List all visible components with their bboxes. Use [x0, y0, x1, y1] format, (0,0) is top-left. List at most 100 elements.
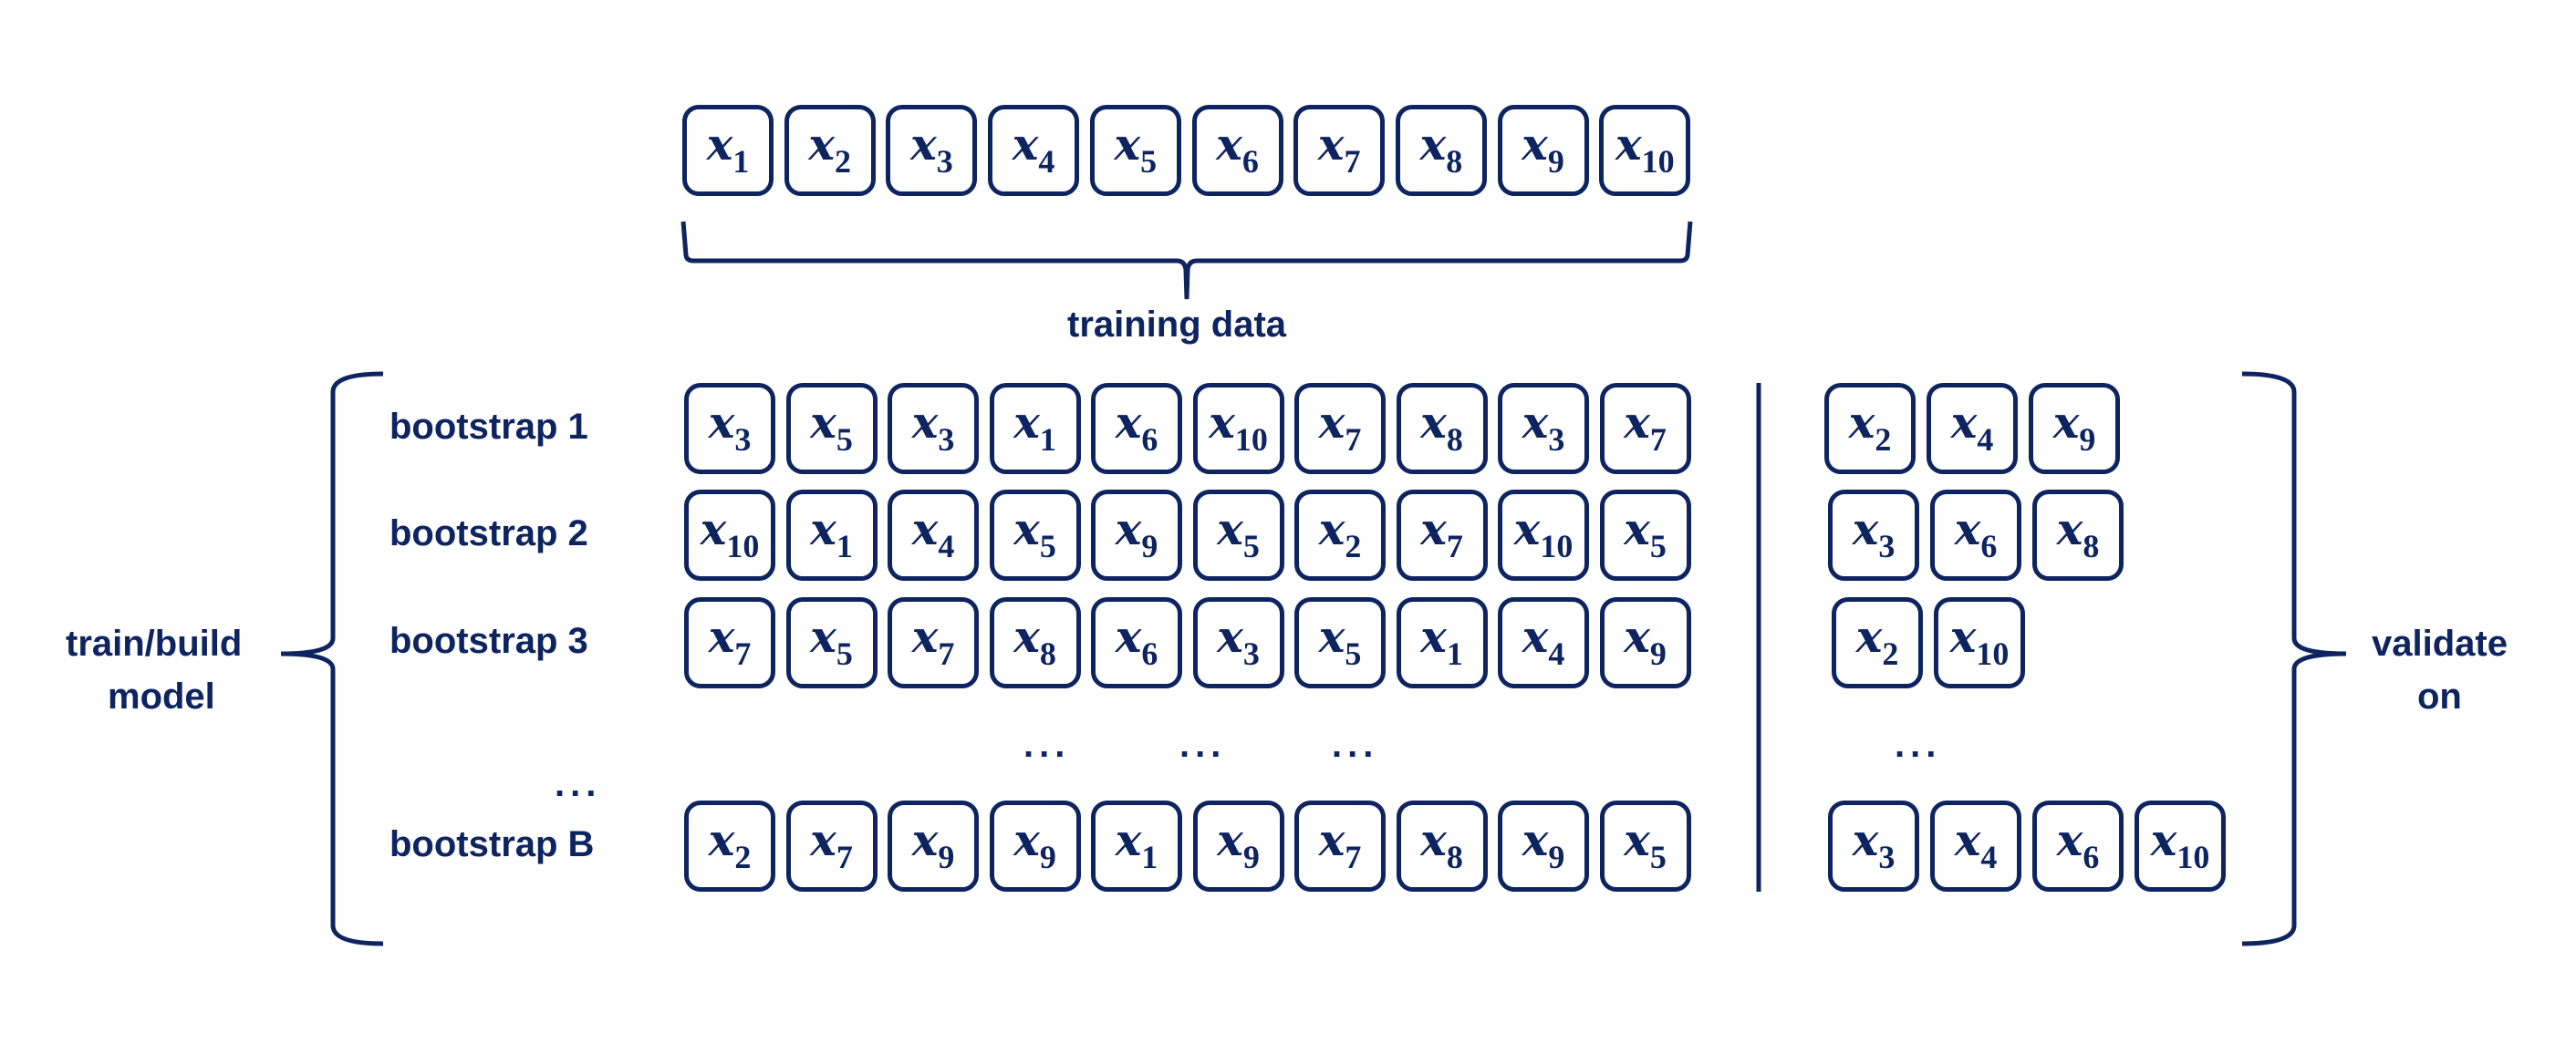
bootstrap-sample-box: x10 [684, 490, 775, 581]
variable-x: x3 [1852, 504, 1896, 564]
bootstrap-sample-box: x7 [684, 597, 775, 688]
subscript: 3 [1878, 528, 1896, 564]
subscript: 10 [2176, 839, 2210, 875]
bootstrap-sample-box: x3 [684, 383, 775, 474]
bootstrap-sample-box: x9 [1192, 801, 1284, 892]
training-data-brace [680, 221, 1693, 300]
variable-x: x6 [1216, 119, 1259, 180]
bootstrap-sample-box: x3 [1498, 383, 1589, 474]
subscript: 3 [936, 143, 953, 180]
variable-x: x2 [1318, 504, 1362, 564]
subscript: 8 [1446, 839, 1463, 875]
subscript: 2 [835, 143, 851, 180]
variable-x: x6 [2056, 815, 2100, 875]
bootstrap-sample-box: x9 [1599, 597, 1691, 688]
out-of-bag-sample-box: x9 [2029, 383, 2120, 474]
bootstrap-sample-box: x7 [888, 597, 979, 688]
variable-x: x9 [2052, 398, 2096, 458]
bootstrap-sample-box: x9 [989, 801, 1081, 892]
subscript: 2 [1875, 421, 1892, 458]
variable-x: x5 [1624, 504, 1667, 564]
bootstrap-sample-box: x7 [785, 801, 878, 892]
subscript: 1 [1141, 839, 1158, 875]
variable-x: x3 [1217, 612, 1260, 672]
bootstrap-sample-box: x4 [1498, 597, 1589, 688]
bootstrap-sample-box: x4 [888, 490, 979, 581]
variable-x: x3 [1522, 398, 1565, 458]
subscript: 6 [1141, 421, 1158, 458]
bootstrap-sample-box: x7 [1294, 801, 1386, 892]
variable-x: x10 [1513, 504, 1574, 564]
subscript: 7 [1344, 143, 1361, 180]
out-of-bag-sample-box: x2 [1832, 597, 1923, 688]
subscript: 3 [1878, 839, 1896, 875]
out-of-bag-sample-box: x2 [1824, 383, 1916, 474]
variable-x: x7 [810, 815, 853, 875]
ellipsis-middle-3: ... [1332, 725, 1379, 765]
subscript: 1 [1446, 636, 1463, 672]
variable-x: x7 [1420, 504, 1463, 564]
variable-x: x4 [1522, 612, 1565, 672]
variable-x: x2 [708, 815, 752, 875]
out-of-bag-sample-box: x4 [1930, 801, 2021, 892]
variable-x: x4 [911, 504, 955, 564]
subscript: 4 [1980, 839, 1998, 875]
subscript: 1 [836, 528, 853, 564]
subscript: 9 [1548, 839, 1565, 875]
out-of-bag-sample-box: x8 [2032, 490, 2124, 581]
variable-x: x2 [808, 119, 851, 180]
variable-x: x4 [1950, 398, 1994, 458]
variable-x: x3 [911, 398, 955, 458]
bootstrap-sample-box: x7 [1396, 490, 1488, 581]
out-of-bag-sample-box: x6 [2032, 801, 2124, 892]
variable-x: x7 [1317, 119, 1361, 180]
bootstrap-sample-box: x8 [989, 597, 1081, 688]
bootstrap-sample-box: x3 [1192, 597, 1284, 688]
subscript: 7 [1345, 421, 1362, 458]
subscript: 7 [1649, 421, 1667, 458]
bootstrap-sample-box: x5 [785, 597, 878, 688]
subscript: 10 [1234, 421, 1268, 458]
variable-x: x2 [1855, 612, 1899, 672]
ellipsis-left: ... [555, 764, 602, 804]
bootstrap-sample-box: x8 [1396, 801, 1488, 892]
bootstrap-sample-box: x1 [1396, 597, 1488, 688]
subscript: 8 [1039, 636, 1056, 672]
ellipsis-right: ... [1895, 725, 1942, 765]
variable-x: x9 [1522, 119, 1564, 180]
bootstrap-label: bootstrap 2 [390, 513, 588, 553]
variable-x: x6 [1954, 504, 1998, 564]
training-data-label: training data [1067, 305, 1287, 345]
variable-x: x10 [1949, 612, 2010, 672]
validate-label-line1: validate [2372, 624, 2508, 664]
bootstrap-sample-box: x5 [785, 383, 878, 474]
variable-x: x5 [810, 612, 853, 672]
subscript: 7 [836, 839, 853, 875]
variable-x: x9 [1013, 815, 1056, 875]
subscript: 9 [938, 839, 955, 875]
variable-x: x8 [1013, 612, 1056, 672]
training-sample-box: x10 [1599, 105, 1691, 196]
subscript: 6 [1141, 636, 1158, 672]
train-build-label-line2: model [108, 677, 215, 717]
training-sample-box: x3 [886, 105, 978, 196]
bootstrap-sample-box: x10 [1498, 490, 1589, 581]
variable-x: x7 [1318, 815, 1362, 875]
training-sample-box: x5 [1089, 105, 1181, 196]
variable-x: x5 [1013, 504, 1056, 564]
bootstrap-sample-box: x5 [1599, 801, 1691, 892]
variable-x: x8 [2056, 504, 2100, 564]
variable-x: x1 [810, 504, 853, 564]
bootstrap-sample-box: x1 [1091, 801, 1182, 892]
variable-x: x9 [1522, 815, 1565, 875]
variable-x: x10 [1209, 398, 1268, 458]
subscript: 2 [1882, 636, 1899, 672]
bootstrap-sample-box: x1 [989, 383, 1081, 474]
variable-x: x7 [1624, 398, 1667, 458]
subscript: 1 [732, 143, 750, 180]
subscript: 10 [726, 528, 760, 564]
subscript: 7 [734, 636, 752, 672]
variable-x: x9 [911, 815, 955, 875]
variable-x: x1 [1115, 815, 1158, 875]
subscript: 9 [1649, 636, 1667, 672]
